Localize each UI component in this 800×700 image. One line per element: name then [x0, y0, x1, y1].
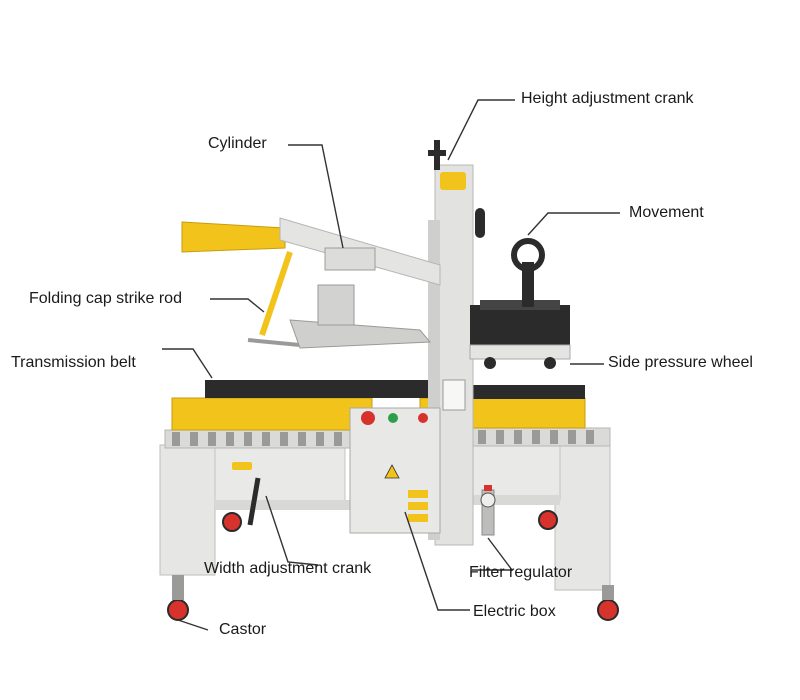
width-crank	[232, 462, 261, 526]
leader-lines	[162, 99, 620, 631]
leader-transmission-belt	[162, 348, 213, 379]
label-height-adjustment-crank: Height adjustment crank	[521, 90, 694, 107]
leader-height-crank	[447, 99, 515, 161]
label-cylinder: Cylinder	[208, 135, 267, 152]
electric-box	[349, 407, 441, 534]
label-castor: Castor	[219, 621, 267, 638]
leader-electric-box	[404, 511, 470, 611]
label-transmission-belt: Transmission belt	[11, 354, 136, 371]
folding-arm	[181, 217, 441, 349]
label-electric-box: Electric box	[473, 603, 556, 620]
label-width-adjustment-crank: Width adjustment crank	[204, 560, 372, 577]
label-filter-regulator: Filter regulator	[469, 564, 573, 581]
tape-head-movement	[469, 208, 571, 369]
leader-cylinder	[288, 144, 344, 249]
leader-castor	[177, 619, 209, 631]
label-side-pressure-wheel: Side pressure wheel	[608, 354, 753, 371]
leader-folding-rod	[210, 298, 265, 313]
leader-filter-regulator	[472, 537, 514, 571]
leader-width-crank	[265, 495, 319, 566]
leader-movement	[527, 212, 620, 236]
castors	[167, 510, 619, 621]
label-folding-cap-strike-rod: Folding cap strike rod	[29, 290, 182, 307]
label-movement: Movement	[629, 204, 704, 221]
filter-regulator	[480, 485, 496, 536]
